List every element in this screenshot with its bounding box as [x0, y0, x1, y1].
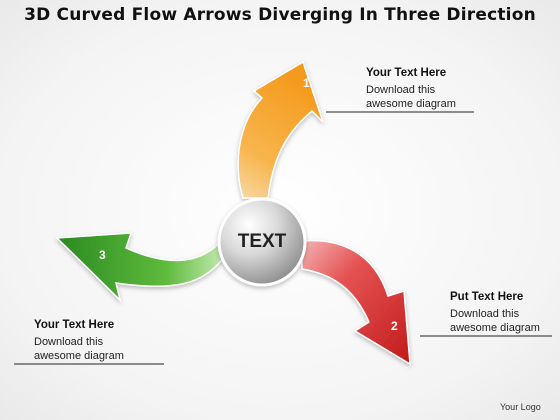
text-block-3-heading: Your Text Here: [34, 319, 115, 331]
text-block-1-heading: Your Text Here: [366, 67, 447, 79]
text-block-2: Put Text Here Download this awesome diag…: [450, 290, 560, 335]
arrow-1: [237, 60, 324, 199]
arrow-2: [301, 239, 411, 366]
text-block-3-body: Download this awesome diagram: [34, 336, 124, 362]
arrow-2-number: 2: [391, 319, 398, 333]
logo-placeholder: Your Logo: [500, 402, 541, 412]
arrow-1-number: 1: [303, 76, 310, 90]
center-label: TEXT: [237, 231, 287, 252]
arrow-3: [55, 232, 227, 303]
text-block-2-body: Download this awesome diagram: [450, 308, 540, 334]
text-block-1-body: Download this awesome diagram: [366, 84, 456, 110]
text-block-1: Your Text Here Download this awesome dia…: [366, 66, 476, 111]
page-title: 3D Curved Flow Arrows Diverging In Three…: [24, 5, 536, 25]
center-circle: [217, 197, 307, 287]
arrow-3-number: 3: [99, 248, 106, 262]
text-block-2-heading: Put Text Here: [450, 291, 524, 303]
text-block-3: Your Text Here Download this awesome dia…: [34, 318, 144, 363]
